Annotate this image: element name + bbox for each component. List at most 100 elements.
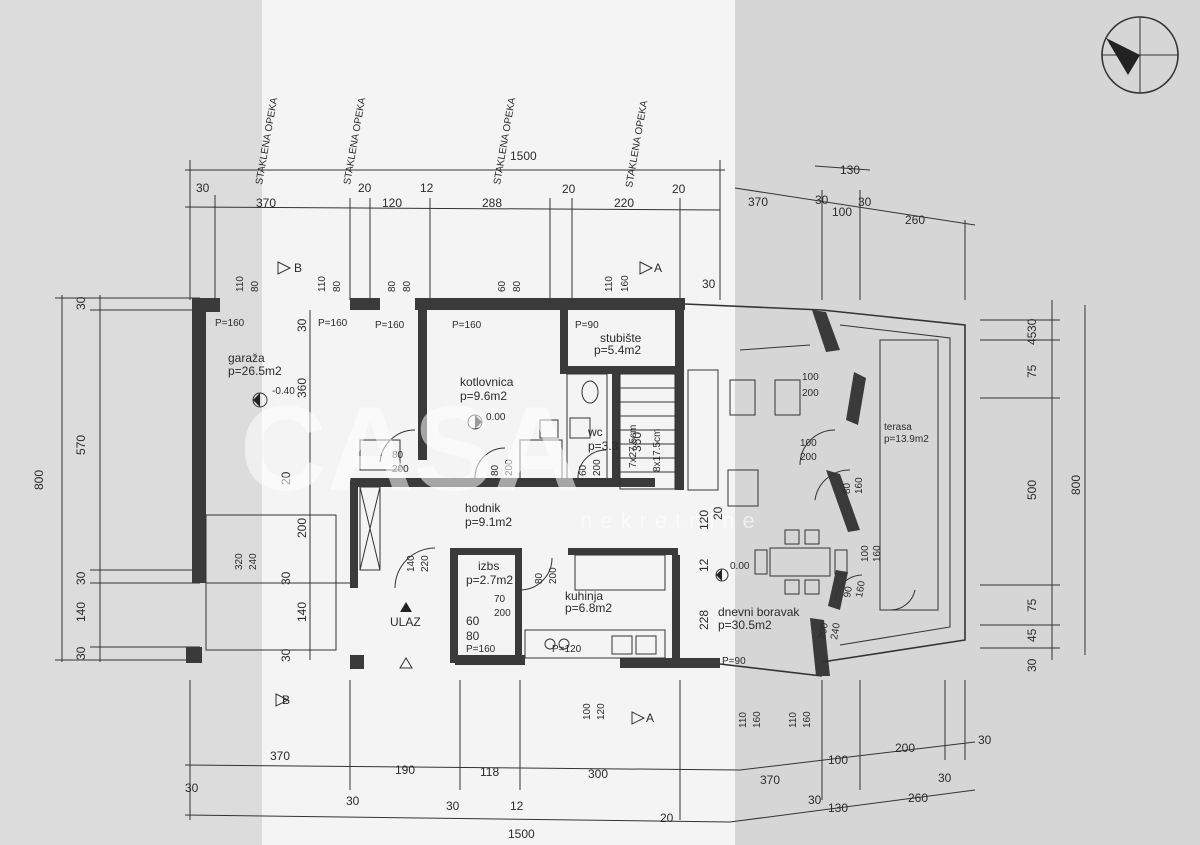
section-markers <box>275 261 654 725</box>
door-1-w: 80 <box>392 450 404 461</box>
parapet-7: P=90 <box>722 656 746 667</box>
top-dim-4: 20 <box>562 182 576 196</box>
stairs-height-dim: 360 <box>630 432 644 452</box>
right-dim-1: 30 <box>1025 318 1039 332</box>
room-garaza-level: -0.40 <box>272 386 295 397</box>
extra-dim-1: 120 <box>697 510 711 530</box>
left-dim-5: 30 <box>74 646 88 660</box>
staircase <box>619 373 676 490</box>
note-glass-brick-3: STAKLENA OPEKA <box>492 96 518 185</box>
room-kotlovnica-area: p=9.6m2 <box>460 389 507 403</box>
room-kotlovnica-name: kotlovnica <box>460 375 514 389</box>
door-6-h: 200 <box>494 608 511 619</box>
bottom-dim-17: 30 <box>938 771 952 785</box>
bottom-dim-15: 130 <box>828 801 848 815</box>
stairs-rise-1: 7x27.5cm <box>628 425 639 468</box>
right-dim-5: 75 <box>1025 598 1039 612</box>
top-dim-10: 130 <box>840 163 860 177</box>
door-9-h: 200 <box>800 452 817 463</box>
top-overall-dim: 1500 <box>510 149 537 163</box>
room-terasa-name: terasa <box>884 422 912 433</box>
door-12-h: 160 <box>854 580 868 599</box>
window-3-w: 80 <box>387 280 398 292</box>
parapet-3: P=160 <box>375 320 405 331</box>
paper-left-panel <box>0 0 262 845</box>
door-10-h: 160 <box>854 477 865 494</box>
parapet-6: P=160 <box>466 644 496 655</box>
left-dim-4: 140 <box>74 602 88 622</box>
watermark-logo: CASA <box>240 382 580 516</box>
paper-middle-panel <box>262 0 735 845</box>
room-kotlovnica-level: 0.00 <box>486 412 506 423</box>
room-terasa-area: p=13.9m2 <box>884 434 929 445</box>
window-3-h: 80 <box>402 280 413 292</box>
extra-dim-3: 12 <box>697 558 711 572</box>
stairs-rise-2: 8x17.5cm <box>652 429 663 472</box>
top-dim-14: 30 <box>858 195 872 209</box>
top-dim-1: 30 <box>196 181 210 195</box>
top-dim-11: 370 <box>748 195 768 209</box>
door-17-w: 320 <box>234 553 245 570</box>
parapet-4: P=160 <box>452 320 482 331</box>
parapet-2: P=160 <box>318 318 348 329</box>
bottom-dim-1: 370 <box>270 749 290 763</box>
bottom-dim-13: 20 <box>660 811 674 825</box>
door-12-w: 90 <box>842 585 855 598</box>
kitchen-fixtures <box>524 554 666 659</box>
bottom-dim-9: 30 <box>185 781 199 795</box>
room-hodnik-area: p=9.1m2 <box>465 515 512 529</box>
living-room-furniture <box>687 344 848 595</box>
door-4-w: 140 <box>406 555 417 572</box>
top-dim-3: 12 <box>420 181 434 195</box>
top-dim-2: 20 <box>358 181 372 195</box>
left-inner-dim-4: 30 <box>279 571 293 585</box>
door-15-w: 110 <box>738 712 749 728</box>
extra-dim-5: 200 <box>295 518 309 538</box>
room-dnevni-area: p=30.5m2 <box>718 618 772 632</box>
room-garaza-area: p=26.5m2 <box>228 364 282 378</box>
bottom-dim-14: 30 <box>808 793 822 807</box>
door-5-w: 80 <box>534 572 545 584</box>
bottom-dim-16: 260 <box>908 791 928 805</box>
top-dim-30: 30 <box>702 277 716 291</box>
window-1-h: 80 <box>250 280 261 292</box>
entrance-label: ULAZ <box>390 615 421 629</box>
bottom-dim-4: 300 <box>588 767 608 781</box>
left-inner-dim-1: 30 <box>295 318 309 332</box>
door-13-w: 200 <box>817 622 831 641</box>
door-10-w: 80 <box>842 482 853 494</box>
bottom-dim-7: 200 <box>895 741 915 755</box>
note-glass-brick-4: STAKLENA OPEKA <box>624 99 650 188</box>
door-swings <box>379 429 916 611</box>
note-glass-brick-2: STAKLENA OPEKA <box>342 96 368 185</box>
door-3-w: 60 <box>578 464 589 476</box>
bottom-dim-11: 30 <box>446 799 460 813</box>
section-mark-a-top: A <box>654 261 662 275</box>
left-inner-dim-6: 30 <box>279 648 293 662</box>
parapet-1: P=160 <box>215 318 245 329</box>
bottom-dim-10: 30 <box>346 794 360 808</box>
room-izbs-area: p=2.7m2 <box>466 573 513 587</box>
bottom-dimension-lines <box>184 680 976 823</box>
room-kuhinja-name: kuhinja <box>565 589 603 603</box>
door-3-h: 200 <box>592 459 603 476</box>
window-5-h: 160 <box>620 275 631 292</box>
left-dim-3: 30 <box>74 571 88 585</box>
right-dimension-lines <box>980 300 1086 660</box>
door-16-h: 160 <box>802 711 813 728</box>
bottom-dim-8: 30 <box>978 733 992 747</box>
left-inner-dim-2: 360 <box>295 378 309 398</box>
top-dim-7: 120 <box>382 196 402 210</box>
door-9-w: 100 <box>800 438 817 449</box>
wc-fixtures <box>519 373 608 481</box>
bottom-dim-6: 100 <box>828 753 848 767</box>
bottom-dim-3: 118 <box>480 765 499 779</box>
door-17-h: 240 <box>248 553 259 570</box>
level-marker-icons <box>252 392 729 669</box>
room-izbs-name: izbs <box>478 559 499 573</box>
door-7-h: 80 <box>466 629 480 643</box>
bottom-dim-12: 12 <box>510 799 524 813</box>
room-wc-name: wc <box>587 425 603 439</box>
door-5-h: 200 <box>548 567 559 584</box>
door-14-h: 120 <box>596 703 607 720</box>
